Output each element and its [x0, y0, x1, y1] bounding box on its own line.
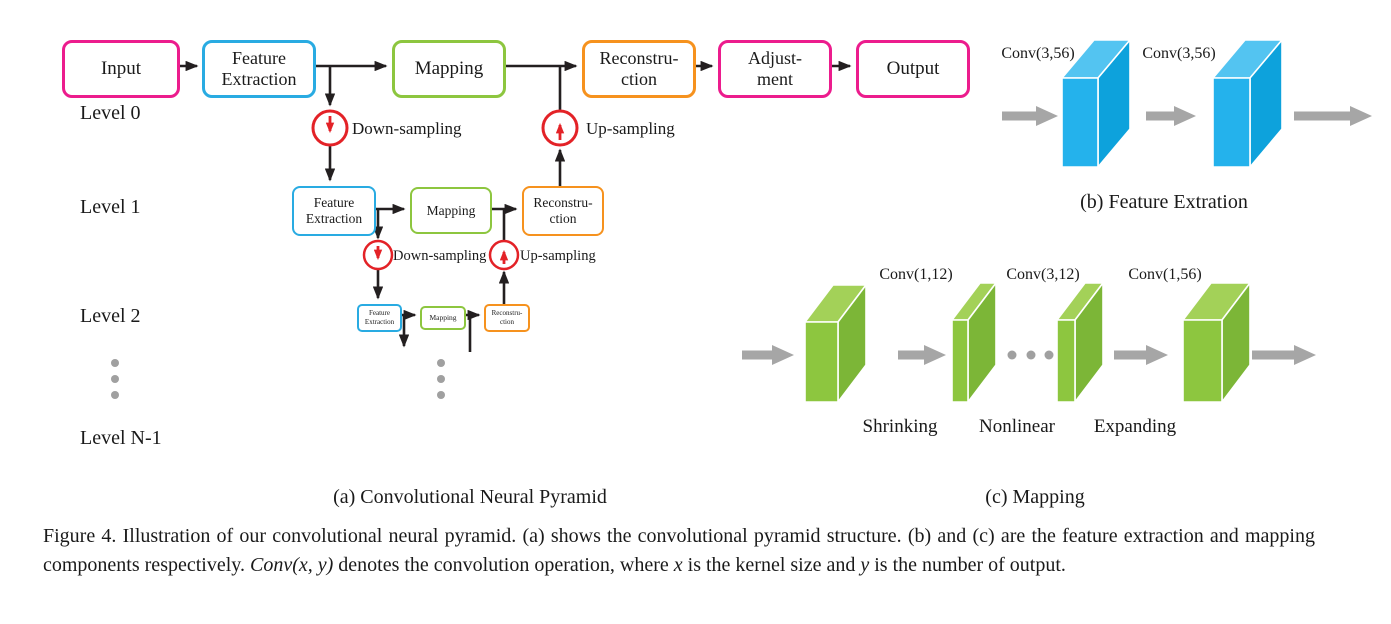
output-box: Output	[856, 40, 970, 98]
caption-math-x: x	[673, 554, 683, 576]
mapping-box-level1: Mapping	[410, 187, 492, 234]
flow-arrow-icon	[1002, 106, 1372, 126]
reconstruction-box-level2: Reconstru- ction	[484, 304, 530, 332]
conv-label-b2: Conv(3,56)	[1142, 45, 1216, 62]
conv-block-3d	[804, 284, 867, 403]
up-sampling-label-level0: Up-sampling	[586, 119, 675, 138]
flow-arrow-icon	[742, 345, 1316, 365]
conv-label-c1: Conv(1,12)	[879, 266, 953, 283]
panel-c-graphics	[742, 282, 1316, 403]
expanding-label: Expanding	[1093, 416, 1177, 437]
adjustment-box: Adjust- ment	[718, 40, 832, 98]
level-2-label: Level 2	[80, 305, 141, 327]
down-sampling-label-level0: Down-sampling	[352, 119, 462, 138]
feature-extraction-box-level0: Feature Extraction	[202, 40, 316, 98]
panel-b-caption: (b) Feature Extration	[1080, 191, 1248, 213]
conv-block-3d	[951, 282, 997, 403]
feature-extraction-box-level2: Feature Extraction	[357, 304, 402, 332]
level-n-1-label: Level N-1	[80, 427, 162, 449]
caption-text: is the number of output.	[869, 554, 1066, 576]
down-sampling-label-level1: Down-sampling	[393, 248, 487, 264]
conv-block-3d	[1182, 282, 1251, 403]
reconstruction-box-level0: Reconstru- ction	[582, 40, 696, 98]
down-sampling-icon-level0	[311, 109, 349, 147]
reconstruction-box-level1: Reconstru- ction	[522, 186, 604, 236]
conv-block-3d	[1056, 282, 1104, 403]
mapping-box-level0: Mapping	[392, 40, 506, 98]
ellipsis-icon-middle	[437, 359, 445, 399]
conv-label-b1: Conv(3,56)	[1001, 45, 1075, 62]
caption-math-conv: Conv(x, y)	[249, 554, 334, 576]
input-box: Input	[62, 40, 180, 98]
up-sampling-icon-level1	[488, 239, 520, 271]
conv-label-c2: Conv(3,12)	[1006, 266, 1080, 283]
ellipsis-icon-nonlinear	[1007, 350, 1054, 360]
level-0-label: Level 0	[80, 102, 141, 124]
nonlinear-label: Nonlinear	[979, 416, 1055, 437]
mapping-box-level2: Mapping	[420, 306, 466, 330]
feature-extraction-box-level1: Feature Extraction	[292, 186, 376, 236]
panel-a-caption: (a) Convolutional Neural Pyramid	[333, 486, 607, 508]
caption-text: is the kernel size and	[682, 554, 861, 576]
caption-text: denotes the convolution operation, where	[333, 554, 674, 576]
panel-c-caption: (c) Mapping	[985, 486, 1085, 508]
ellipsis-icon-left	[111, 359, 119, 399]
down-sampling-icon-level1	[362, 239, 394, 271]
level-1-label: Level 1	[80, 196, 141, 218]
figure-caption: Figure 4. Illustration of our convolutio…	[43, 522, 1315, 580]
caption-text: Figure 4. Illustration of our convolutio…	[43, 525, 1315, 576]
up-sampling-label-level1: Up-sampling	[520, 248, 596, 264]
shrinking-label: Shrinking	[862, 416, 938, 437]
up-sampling-icon-level0	[541, 109, 579, 147]
caption-math-y: y	[860, 554, 870, 576]
conv-label-c3: Conv(1,56)	[1128, 266, 1202, 283]
